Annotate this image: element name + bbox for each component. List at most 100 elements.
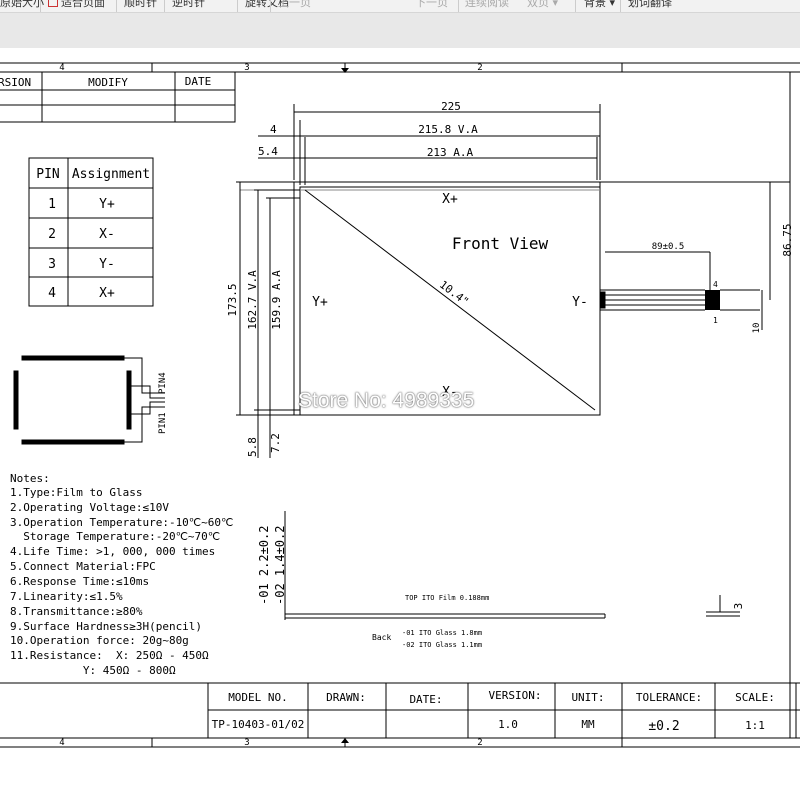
dim-aa-width: 213 A.A <box>427 146 474 159</box>
zone-marker: 2 <box>477 738 482 748</box>
note-line: Y: 450Ω - 800Ω <box>10 664 176 677</box>
front-view-title: Front View <box>452 234 549 253</box>
toolbar-background-label: 背景 <box>584 0 606 9</box>
note-line: 4.Life Time: >1, 000, 000 times <box>10 545 215 558</box>
pin-assignment: Y- <box>99 257 115 272</box>
zone-marker: 4 <box>59 63 64 73</box>
title-header-unit: UNIT: <box>571 691 604 704</box>
document-page: 4 3 2 4 3 2 RSION MODIFY DATE PIN Assign… <box>0 48 800 800</box>
side-back-02: -02 ITO Glass 1.1mm <box>402 641 482 649</box>
viewer-toolbar: 原始大小 适合页面 顺时针 逆时针 旋转文档 上一页 下一页 连续阅读 双页 ▾… <box>0 0 800 13</box>
zone-marker: 4 <box>59 738 64 748</box>
toolbar-separator <box>620 0 621 12</box>
toolbar-dual-page-button[interactable]: 双页 ▾ <box>527 0 558 10</box>
side-thickness-01: -01 2.2±0.2 <box>257 526 271 605</box>
dim-tail-position: 86.75 <box>781 223 794 256</box>
toolbar-original-size-button[interactable]: 原始大小 <box>0 0 44 9</box>
notes-block: Notes: 1.Type:Film to Glass 2.Operating … <box>10 472 233 677</box>
x-minus-label: X- <box>442 385 458 400</box>
toolbar-rotate-cw-button[interactable]: 顺时针 <box>124 0 157 9</box>
revision-header-date: DATE <box>185 75 212 88</box>
pin-number: 2 <box>48 227 56 242</box>
title-value-version: 1.0 <box>498 718 518 731</box>
toolbar-prev-page-button[interactable]: 上一页 <box>278 0 311 9</box>
dim-left-offset-1: 4 <box>270 123 277 136</box>
note-line: 10.Operation force: 20g~80g <box>10 634 189 647</box>
pin-number: 1 <box>48 197 56 212</box>
note-line: 11.Resistance: X: 250Ω - 450Ω <box>10 649 209 662</box>
zone-marker: 2 <box>477 63 482 73</box>
dim-overall-height: 173.5 <box>226 283 239 316</box>
dim-left-offset-2: 5.4 <box>258 145 278 158</box>
toolbar-translate-button[interactable]: 划词翻译 <box>628 0 672 9</box>
toolbar-background-button[interactable]: 背景 ▾ <box>584 0 615 10</box>
diagonal-size-label: 10.4" <box>437 278 471 308</box>
note-line: 3.Operation Temperature:-10℃~60℃ <box>10 516 233 529</box>
note-line: 9.Surface Hardness≥3H(pencil) <box>10 620 202 633</box>
tail-pin-4-label: 4 <box>713 280 718 289</box>
note-line: 6.Response Time:≤10ms <box>10 575 149 588</box>
zone-marker: 3 <box>244 63 249 73</box>
toolbar-continuous-button[interactable]: 连续阅读 <box>465 0 509 9</box>
side-view-drawing <box>284 511 740 620</box>
toolbar-separator <box>458 0 459 12</box>
pin-assignment: Y+ <box>99 197 115 212</box>
toolbar-next-page-button[interactable]: 下一页 <box>415 0 448 9</box>
toolbar-separator <box>575 0 576 12</box>
y-minus-label: Y- <box>572 295 588 310</box>
pin-assignment: X- <box>99 227 115 242</box>
side-top-label: TOP ITO Film 0.188mm <box>405 594 489 602</box>
notes-title: Notes: <box>10 472 50 485</box>
toolbar-separator <box>40 0 41 12</box>
toolbar-separator <box>237 0 238 12</box>
title-value-scale: 1:1 <box>745 719 765 732</box>
side-back-label: Back <box>372 633 391 642</box>
pin-number: 3 <box>48 257 56 272</box>
x-plus-label: X+ <box>442 192 458 207</box>
toolbar-fit-page-button[interactable]: 适合页面 <box>48 0 105 10</box>
pin-assignment: X+ <box>99 286 115 301</box>
side-back-01: -01 ITO Glass 1.8mm <box>402 629 482 637</box>
electrode-layout-diagram <box>13 355 165 445</box>
toolbar-separator <box>164 0 165 12</box>
title-header-tolerance: TOLERANCE: <box>636 691 702 704</box>
revision-header-version: RSION <box>0 76 31 89</box>
pin-number: 4 <box>48 286 56 301</box>
side-tail-dim: 3 <box>732 603 745 610</box>
title-header-date: DATE: <box>409 693 442 706</box>
pin-table-header-pin: PIN <box>36 167 59 182</box>
dim-overall-width: 225 <box>441 100 461 113</box>
y-plus-label: Y+ <box>312 295 328 310</box>
pin-table-header-assignment: Assignment <box>72 167 150 182</box>
revision-header-modify: MODIFY <box>88 76 128 89</box>
toolbar-rotate-ccw-button[interactable]: 逆时针 <box>172 0 205 9</box>
note-line: 5.Connect Material:FPC <box>10 560 156 573</box>
pin1-label: PIN1 <box>158 412 168 434</box>
dim-va-height: 162.7 V.A <box>246 270 259 330</box>
title-block <box>0 682 800 738</box>
title-value-tolerance: ±0.2 <box>648 719 679 734</box>
note-line: 2.Operating Voltage:≤10V <box>10 501 169 514</box>
toolbar-fit-page-label: 适合页面 <box>61 0 105 9</box>
title-header-drawn: DRAWN: <box>326 691 366 704</box>
toolbar-separator <box>270 0 271 12</box>
fpc-stiffener <box>705 290 720 310</box>
toolbar-dual-page-label: 双页 <box>527 0 549 9</box>
note-line: 8.Transmittance:≥80% <box>10 605 143 618</box>
dim-bottom-offset-2: 7.2 <box>269 433 282 453</box>
toolbar-separator <box>116 0 117 12</box>
revision-table <box>0 71 236 123</box>
note-line: Storage Temperature:-20℃~70℃ <box>10 530 220 543</box>
title-header-version: VERSION: <box>489 689 542 702</box>
dim-va-width: 215.8 V.A <box>418 123 478 136</box>
toolbar-rotate-doc-button[interactable]: 旋转文档 <box>245 0 289 9</box>
note-line: 1.Type:Film to Glass <box>10 486 142 499</box>
dim-aa-height: 159.9 A.A <box>270 270 283 330</box>
pin-table <box>28 157 154 307</box>
fit-page-icon <box>48 0 58 7</box>
pin4-label: PIN4 <box>158 372 168 394</box>
title-value-model: TP-10403-01/02 <box>212 718 305 731</box>
note-line: 7.Linearity:≤1.5% <box>10 590 123 603</box>
title-header-model: MODEL NO. <box>228 691 288 704</box>
zone-marker: 3 <box>244 738 249 748</box>
